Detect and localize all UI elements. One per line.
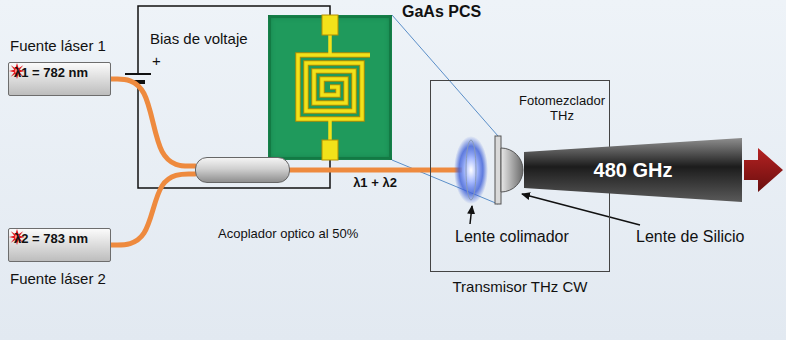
chip-graphic	[268, 15, 392, 160]
optical-fiber	[111, 174, 195, 245]
frequency-label: 480 GHz	[594, 159, 673, 182]
pcs-chip: GaAs PCS	[268, 15, 392, 160]
antenna-feed	[328, 33, 332, 142]
part-label: Lente colimador	[455, 228, 569, 246]
battery-symbol	[125, 73, 151, 75]
chip-edge	[270, 17, 390, 158]
part-label: Fotomezclador THz	[514, 94, 610, 124]
collimator-lens	[466, 140, 476, 200]
transmitter-label: Transmisor THz CW	[453, 278, 588, 295]
wavelength-label: λ2 = 783 nm	[14, 232, 88, 247]
silicon-lens	[501, 148, 523, 192]
beam-shape	[524, 138, 742, 202]
laser-source: Fuente láser 1λ1 = 782 nm	[8, 62, 111, 96]
polarity-sign: +	[152, 52, 161, 69]
optical-coupler: Acoplador optico al 50%	[195, 157, 290, 183]
optical-fiber	[111, 79, 195, 166]
source-name: Fuente láser 2	[10, 270, 106, 287]
bias-label: Bias de voltaje	[150, 30, 248, 47]
contact-pad	[322, 15, 338, 35]
photomixer	[495, 136, 501, 204]
leader-line	[522, 194, 640, 225]
signal-label: λ1 + λ2	[353, 176, 397, 191]
beam-arrowhead	[744, 148, 783, 192]
leader-line	[470, 206, 472, 224]
part-label: Lente de Silicio	[636, 228, 745, 246]
optical-fiber	[290, 168, 430, 173]
wavelength-label: λ1 = 782 nm	[14, 66, 88, 81]
spiral-antenna	[298, 55, 370, 119]
collimator-lens	[454, 136, 488, 204]
coupler-label: Acoplador optico al 50%	[218, 227, 358, 242]
laser-source: λ2 = 783 nmFuente láser 2	[8, 228, 111, 262]
contact-pad	[322, 140, 338, 160]
zoom-line	[392, 15, 498, 136]
spiral-antenna	[298, 55, 370, 119]
chip-title: GaAs PCS	[402, 3, 481, 21]
thz-beam: 480 GHz	[524, 138, 742, 202]
source-name: Fuente láser 1	[10, 37, 106, 54]
